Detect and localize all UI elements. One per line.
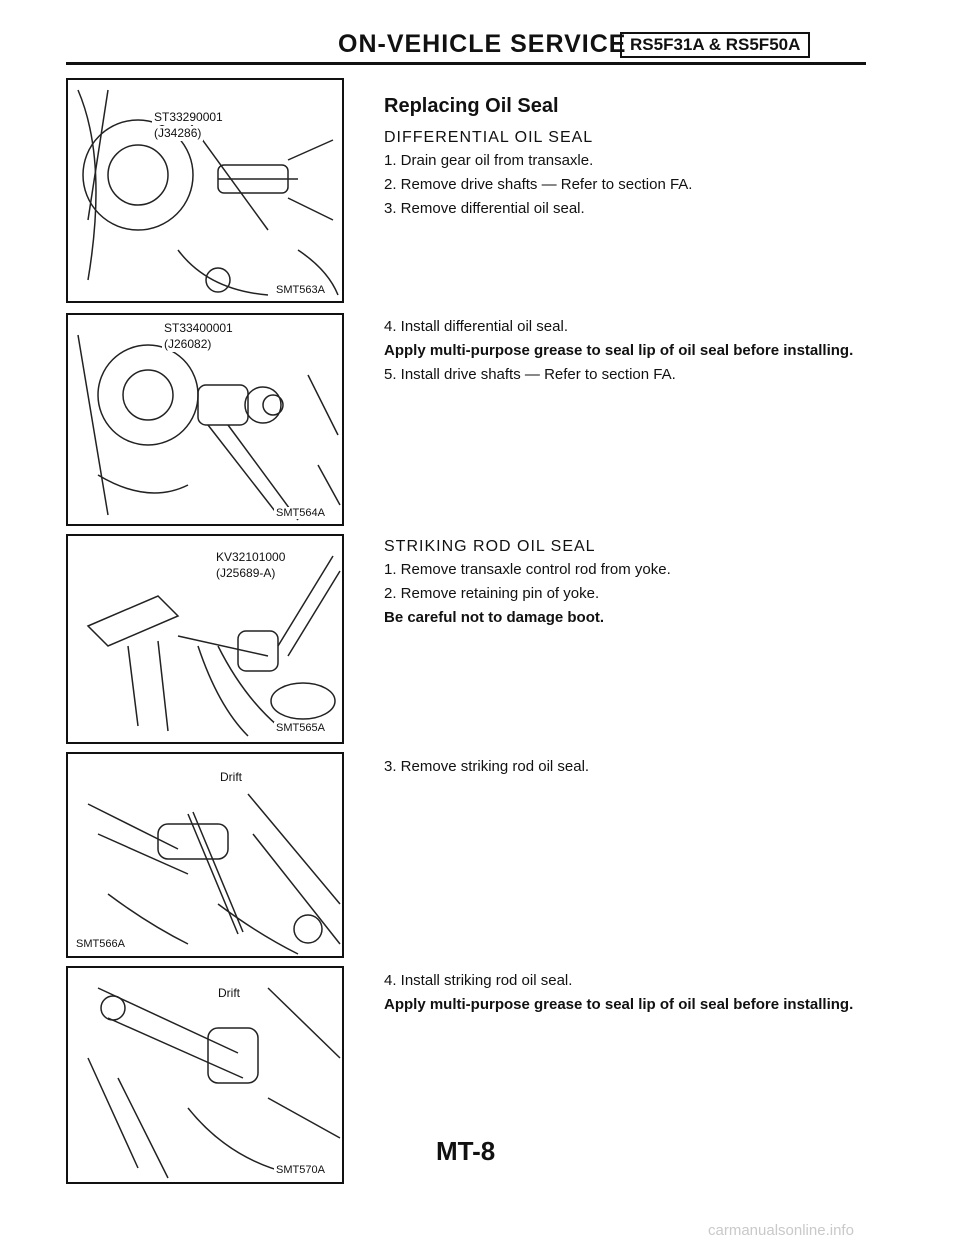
tool-number-callout: (J26082) (162, 337, 214, 352)
figure-smt563a: ST33290001 (J34286) SMT563A (66, 78, 344, 303)
text-block-differential-install: 4. Install differential oil seal. Apply … (384, 316, 874, 388)
tool-number-callout: (J25689-A) (214, 566, 278, 581)
figure-smt564a: ST33400001 (J26082) SMT564A (66, 313, 344, 526)
text-block-differential-removal: Replacing Oil Seal DIFFERENTIAL OIL SEAL… (384, 96, 874, 222)
step-text: 3. Remove differential oil seal. (384, 200, 585, 217)
text-block-striking-rod-removal: STRIKING ROD OIL SEAL 1. Remove transaxl… (384, 536, 874, 631)
tool-number-callout: ST33290001 (152, 110, 225, 125)
tool-callout: Drift (218, 770, 244, 785)
watermark: carmanualsonline.info (708, 1222, 854, 1239)
text-block-striking-rod-seal-removal: 3. Remove striking rod oil seal. (384, 756, 874, 780)
page-number: MT-8 (436, 1136, 496, 1166)
tool-number-callout: KV32101000 (214, 550, 288, 565)
figure-code: SMT565A (274, 722, 327, 734)
step-text: 1. Drain gear oil from transaxle. (384, 152, 594, 169)
figure-code: SMT566A (74, 938, 127, 950)
tool-number-callout: ST33400001 (162, 321, 235, 336)
subsection-title: STRIKING ROD OIL SEAL (384, 538, 596, 555)
figure-smt570a: Drift SMT570A (66, 966, 344, 1184)
page-title: ON-VEHICLE SERVICE (338, 30, 627, 58)
header-rule (66, 62, 866, 65)
illustration-retaining-pin-removal (86, 555, 341, 737)
step-text: 4. Install striking rod oil seal. (384, 972, 573, 989)
illustration-oil-seal-install (77, 334, 341, 521)
figure-code: SMT570A (274, 1164, 327, 1176)
model-badge: RS5F31A & RS5F50A (620, 32, 811, 58)
step-text: 5. Install drive shafts — Refer to secti… (384, 366, 676, 383)
figure-smt566a: Drift SMT566A (66, 752, 344, 958)
step-text: 1. Remove transaxle control rod from yok… (384, 561, 671, 578)
step-text: 3. Remove striking rod oil seal. (384, 758, 590, 775)
caution-note: Apply multi-purpose grease to seal lip o… (384, 342, 854, 359)
illustration-striking-rod-seal-removal (87, 793, 341, 955)
tool-number-callout: (J34286) (152, 126, 204, 141)
illustration-striking-rod-seal-install (87, 987, 341, 1179)
illustration-oil-seal-removal (77, 89, 339, 296)
step-text: 2. Remove retaining pin of yoke. (384, 585, 600, 602)
step-text: 2. Remove drive shafts — Refer to sectio… (384, 176, 693, 193)
caution-note: Apply multi-purpose grease to seal lip o… (384, 996, 854, 1013)
figure-smt565a: KV32101000 (J25689-A) SMT565A (66, 534, 344, 744)
text-block-striking-rod-seal-install: 4. Install striking rod oil seal. Apply … (384, 970, 874, 1018)
tool-callout: Drift (216, 986, 242, 1001)
figure-code: SMT563A (274, 284, 327, 296)
caution-note: Be careful not to damage boot. (384, 609, 605, 626)
step-text: 4. Install differential oil seal. (384, 318, 568, 335)
figure-code: SMT564A (274, 507, 327, 519)
section-heading: Replacing Oil Seal (384, 95, 559, 117)
subsection-title: DIFFERENTIAL OIL SEAL (384, 129, 594, 146)
